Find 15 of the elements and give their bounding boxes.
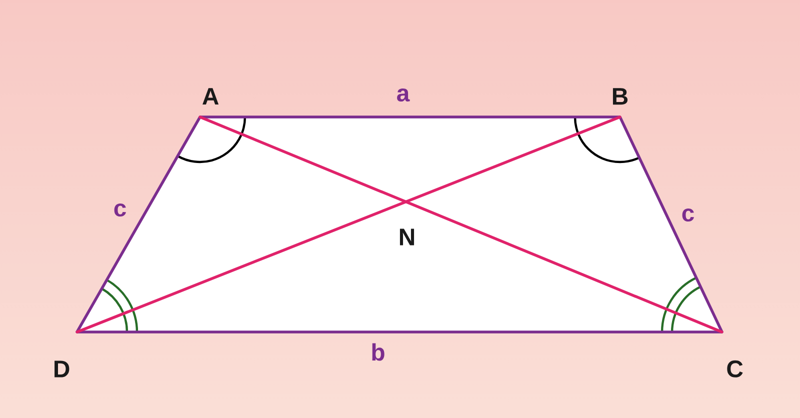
- vertex-label: D: [54, 360, 70, 378]
- edge-label: c: [114, 203, 126, 217]
- side-line: [76, 116, 202, 334]
- edge-label: c: [682, 208, 694, 222]
- vertex-label: A: [202, 88, 219, 105]
- side-line: [618, 116, 724, 334]
- edge-label: a: [397, 88, 410, 102]
- edge-label: b: [372, 343, 384, 361]
- point-label: N: [400, 228, 414, 246]
- vertex-label: B: [612, 88, 628, 105]
- diagonal-line: [76, 116, 622, 334]
- side-line: [76, 330, 724, 334]
- diagonal-line: [198, 116, 724, 334]
- vertex-label: C: [727, 360, 743, 378]
- side-line: [198, 116, 622, 118]
